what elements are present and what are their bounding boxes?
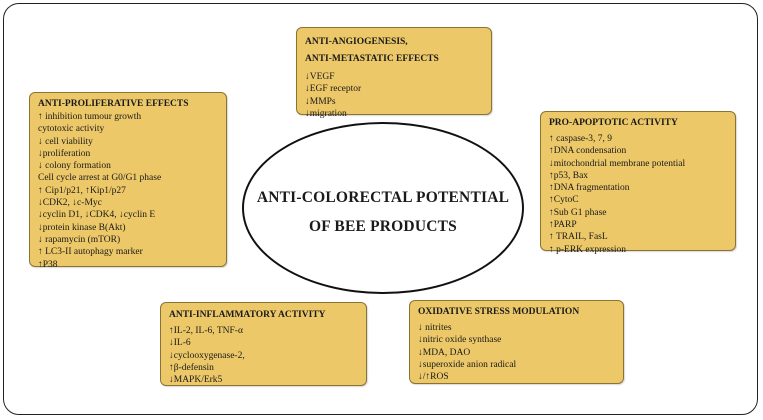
list-item: ↓IL-6 xyxy=(169,338,191,349)
oxidative-stress-title: OXIDATIVE STRESS MODULATION xyxy=(418,307,580,317)
pro-apoptotic-list: ↑ caspase-3, 7, 9 ↑DNA condensation ↓mit… xyxy=(549,133,729,256)
anti-inflammatory-box: ANTI-INFLAMMATORY ACTIVITY ↑IL-2, IL-6, … xyxy=(160,302,367,386)
anti-inflammatory-list: ↑IL-2, IL-6, TNF-α ↓IL-6 ↓cyclooxygenase… xyxy=(169,325,360,386)
list-item: ↓ rapamycin (mTOR) xyxy=(38,234,121,245)
list-item: ↑IL-2, IL-6, TNF-α xyxy=(169,326,243,336)
list-item: ↑CytoC xyxy=(549,195,579,206)
list-item: ↓/↑ROS xyxy=(418,372,449,383)
list-item: cytotoxic activity xyxy=(38,124,105,135)
list-item: ↑DNA condensation xyxy=(549,146,627,157)
anti-angiogenesis-title-line1: ANTI-ANGIOGENESIS, xyxy=(305,37,408,47)
list-item: ↑ LC3-II autophagy marker xyxy=(38,247,143,258)
list-item: ↑PARP xyxy=(549,220,577,231)
pro-apoptotic-title: PRO-APOPTOTIC ACTIVITY xyxy=(549,118,678,128)
center-title-line2: OF BEE PRODUCTS xyxy=(309,218,457,235)
list-item: ↓VEGF xyxy=(305,72,335,82)
list-item: ↓migration xyxy=(305,108,347,119)
list-item: ↓ colony formation xyxy=(38,161,111,172)
list-item: ↑ p-ERK expression xyxy=(549,244,627,255)
pro-apoptotic-box: PRO-APOPTOTIC ACTIVITY ↑ caspase-3, 7, 9… xyxy=(540,111,736,255)
list-item: ↑ TRAIL, FasL xyxy=(549,232,608,243)
anti-proliferative-list: ↑ inhibition tumour growth cytotoxic act… xyxy=(38,111,220,271)
oxidative-stress-list: ↓ nitrites ↓nitric oxide synthase ↓MDA, … xyxy=(418,322,617,383)
anti-angiogenesis-list: ↓VEGF ↓EGF receptor ↓MMPs ↓migration xyxy=(305,71,485,120)
list-item: ↓MDA, DAO xyxy=(418,347,471,358)
list-item: ↑Sub G1 phase xyxy=(549,207,607,218)
list-item: ↓CDK2, ↓c-Myc xyxy=(38,198,102,209)
anti-proliferative-box: ANTI-PROLIFERATIVE EFFECTS ↑ inhibition … xyxy=(29,92,227,270)
list-item: ↓nitric oxide synthase xyxy=(418,335,502,346)
list-item: ↓MAPK/Erk5 xyxy=(169,375,223,386)
list-item: ↓MMPs xyxy=(305,96,336,107)
anti-inflammatory-title: ANTI-INFLAMMATORY ACTIVITY xyxy=(169,310,326,320)
list-item: ↑ Cip1/p21, ↑Kip1/p27 xyxy=(38,185,126,196)
list-item: ↓proliferation xyxy=(38,148,91,159)
list-item: ↓cyclooxygenase-2, xyxy=(169,350,245,361)
anti-proliferative-title: ANTI-PROLIFERATIVE EFFECTS xyxy=(38,99,189,109)
list-item: ↑p53, Bax xyxy=(549,170,589,181)
list-item: ↑β-defensin xyxy=(169,362,214,373)
outer-frame xyxy=(3,3,758,415)
oxidative-stress-box: OXIDATIVE STRESS MODULATION ↓ nitrites ↓… xyxy=(409,300,624,384)
list-item: ↓superoxide anion radical xyxy=(418,359,517,370)
list-item: ↓EGF receptor xyxy=(305,84,362,95)
list-item: ↑ caspase-3, 7, 9 xyxy=(549,134,613,144)
anti-angiogenesis-title-line2: ANTI-METASTATIC EFFECTS xyxy=(305,54,439,64)
list-item: ↓mitochondrial membrane potential xyxy=(549,158,686,169)
list-item: ↓ cell viability xyxy=(38,136,93,147)
anti-angiogenesis-box: ANTI-ANGIOGENESIS, ANTI-METASTATIC EFFEC… xyxy=(296,27,492,119)
list-item: ↑P38 xyxy=(38,259,58,270)
list-item: ↓ nitrites xyxy=(418,323,452,333)
anti-angiogenesis-title: ANTI-ANGIOGENESIS, ANTI-METASTATIC EFFEC… xyxy=(305,34,485,68)
list-item: ↓cyclin D1, ↓CDK4, ↓cyclin E xyxy=(38,210,156,221)
center-title-line1: ANTI-COLORECTAL POTENTIAL xyxy=(256,189,510,206)
list-item: ↑DNA fragmentation xyxy=(549,183,630,194)
list-item: ↑ inhibition tumour growth xyxy=(38,112,142,122)
list-item: ↓protein kinase B(Akt) xyxy=(38,222,126,233)
center-ellipse xyxy=(242,122,524,294)
list-item: Cell cycle arrest at G0/G1 phase xyxy=(38,173,162,184)
